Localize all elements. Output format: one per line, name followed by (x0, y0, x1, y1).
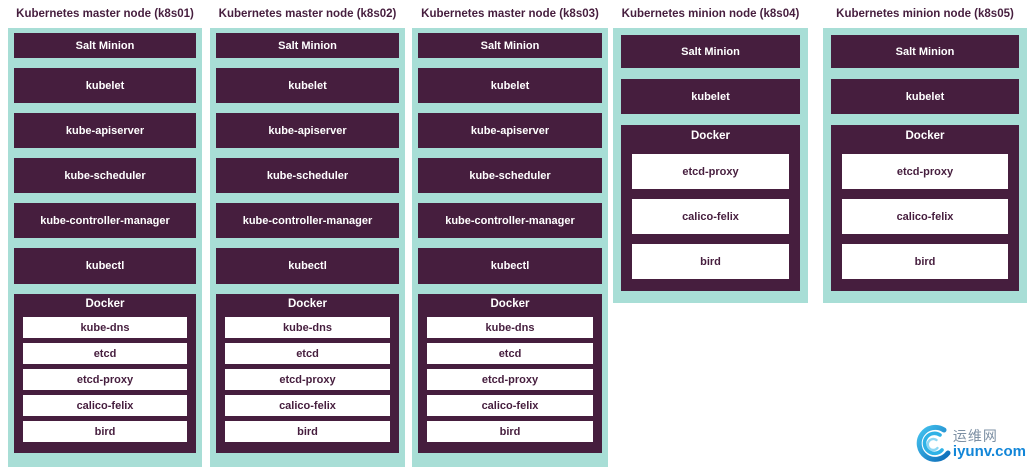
docker-label: Docker (691, 130, 730, 142)
docker-label: Docker (288, 298, 327, 310)
docker-box: Docker kube-dns etcd etcd-proxy calico-f… (216, 294, 399, 453)
service-box-kubelet: kubelet (418, 68, 602, 103)
service-box-kubectl: kubectl (418, 248, 602, 284)
node-title: Kubernetes master node (k8s02) (218, 8, 397, 20)
container-box-etcd-proxy: etcd-proxy (632, 154, 789, 189)
iyunv-logo-icon (916, 424, 951, 462)
service-box-kube-controller-manager: kube-controller-manager (418, 203, 602, 238)
service-box-kubectl: kubectl (216, 248, 399, 284)
service-box-kubelet: kubelet (14, 68, 196, 103)
watermark: 运维网 iyunv.com (913, 423, 1026, 467)
container-box-bird: bird (632, 244, 789, 279)
node-title: Kubernetes minion node (k8s04) (621, 8, 800, 20)
service-box-kubelet: kubelet (831, 79, 1019, 114)
container-box-calico-felix: calico-felix (23, 395, 187, 416)
node-column-k8s05: Kubernetes minion node (k8s05) Salt Mini… (823, 6, 1027, 303)
service-box-salt-minion: Salt Minion (831, 35, 1019, 68)
container-box-bird: bird (225, 421, 390, 442)
node-column-k8s04: Kubernetes minion node (k8s04) Salt Mini… (613, 6, 808, 303)
container-box-kube-dns: kube-dns (225, 317, 390, 338)
container-box-bird: bird (427, 421, 593, 442)
container-box-calico-felix: calico-felix (842, 199, 1008, 234)
watermark-text: 运维网 iyunv.com (952, 428, 1026, 461)
docker-box: Docker kube-dns etcd etcd-proxy calico-f… (14, 294, 196, 453)
service-box-kubectl: kubectl (14, 248, 196, 284)
container-box-bird: bird (23, 421, 187, 442)
container-box-etcd: etcd (23, 343, 187, 364)
service-box-salt-minion: Salt Minion (14, 33, 196, 58)
container-box-etcd: etcd (225, 343, 390, 364)
service-box-kube-apiserver: kube-apiserver (14, 113, 196, 148)
service-box-kube-scheduler: kube-scheduler (418, 158, 602, 193)
watermark-site-url: iyunv.com (952, 443, 1026, 461)
container-box-etcd-proxy: etcd-proxy (842, 154, 1008, 189)
service-box-salt-minion: Salt Minion (621, 35, 800, 68)
docker-box: Docker etcd-proxy calico-felix bird (831, 125, 1019, 291)
node-panel: Salt Minion kubelet kube-apiserver kube-… (210, 28, 405, 467)
service-box-kube-controller-manager: kube-controller-manager (14, 203, 196, 238)
node-panel: Salt Minion kubelet kube-apiserver kube-… (412, 28, 608, 467)
container-box-etcd-proxy: etcd-proxy (427, 369, 593, 390)
node-panel: Salt Minion kubelet Docker etcd-proxy ca… (823, 28, 1027, 303)
container-box-calico-felix: calico-felix (632, 199, 789, 234)
node-panel: Salt Minion kubelet Docker etcd-proxy ca… (613, 28, 808, 303)
container-box-etcd: etcd (427, 343, 593, 364)
node-column-k8s01: Kubernetes master node (k8s01) Salt Mini… (8, 6, 202, 467)
container-box-kube-dns: kube-dns (23, 317, 187, 338)
container-box-calico-felix: calico-felix (225, 395, 390, 416)
node-title: Kubernetes master node (k8s01) (16, 8, 194, 20)
service-box-kubelet: kubelet (621, 79, 800, 114)
container-box-bird: bird (842, 244, 1008, 279)
node-column-k8s02: Kubernetes master node (k8s02) Salt Mini… (210, 6, 405, 467)
node-title: Kubernetes minion node (k8s05) (836, 8, 1014, 20)
service-box-salt-minion: Salt Minion (216, 33, 399, 58)
docker-label: Docker (905, 130, 945, 142)
service-box-kubelet: kubelet (216, 68, 399, 103)
service-box-kube-apiserver: kube-apiserver (418, 113, 602, 148)
service-box-kube-apiserver: kube-apiserver (216, 113, 399, 148)
container-box-calico-felix: calico-felix (427, 395, 593, 416)
service-box-kube-controller-manager: kube-controller-manager (216, 203, 399, 238)
node-panel: Salt Minion kubelet kube-apiserver kube-… (8, 28, 202, 467)
node-title: Kubernetes master node (k8s03) (421, 8, 599, 20)
docker-box: Docker etcd-proxy calico-felix bird (621, 125, 800, 291)
container-box-kube-dns: kube-dns (427, 317, 593, 338)
service-box-kube-scheduler: kube-scheduler (216, 158, 399, 193)
docker-label: Docker (85, 298, 125, 310)
watermark-site-name: 运维网 (952, 428, 998, 445)
container-box-etcd-proxy: etcd-proxy (225, 369, 390, 390)
node-column-k8s03: Kubernetes master node (k8s03) Salt Mini… (412, 6, 608, 467)
docker-label: Docker (490, 298, 530, 310)
container-box-etcd-proxy: etcd-proxy (23, 369, 187, 390)
service-box-kube-scheduler: kube-scheduler (14, 158, 196, 193)
service-box-salt-minion: Salt Minion (418, 33, 602, 58)
docker-box: Docker kube-dns etcd etcd-proxy calico-f… (418, 294, 602, 453)
